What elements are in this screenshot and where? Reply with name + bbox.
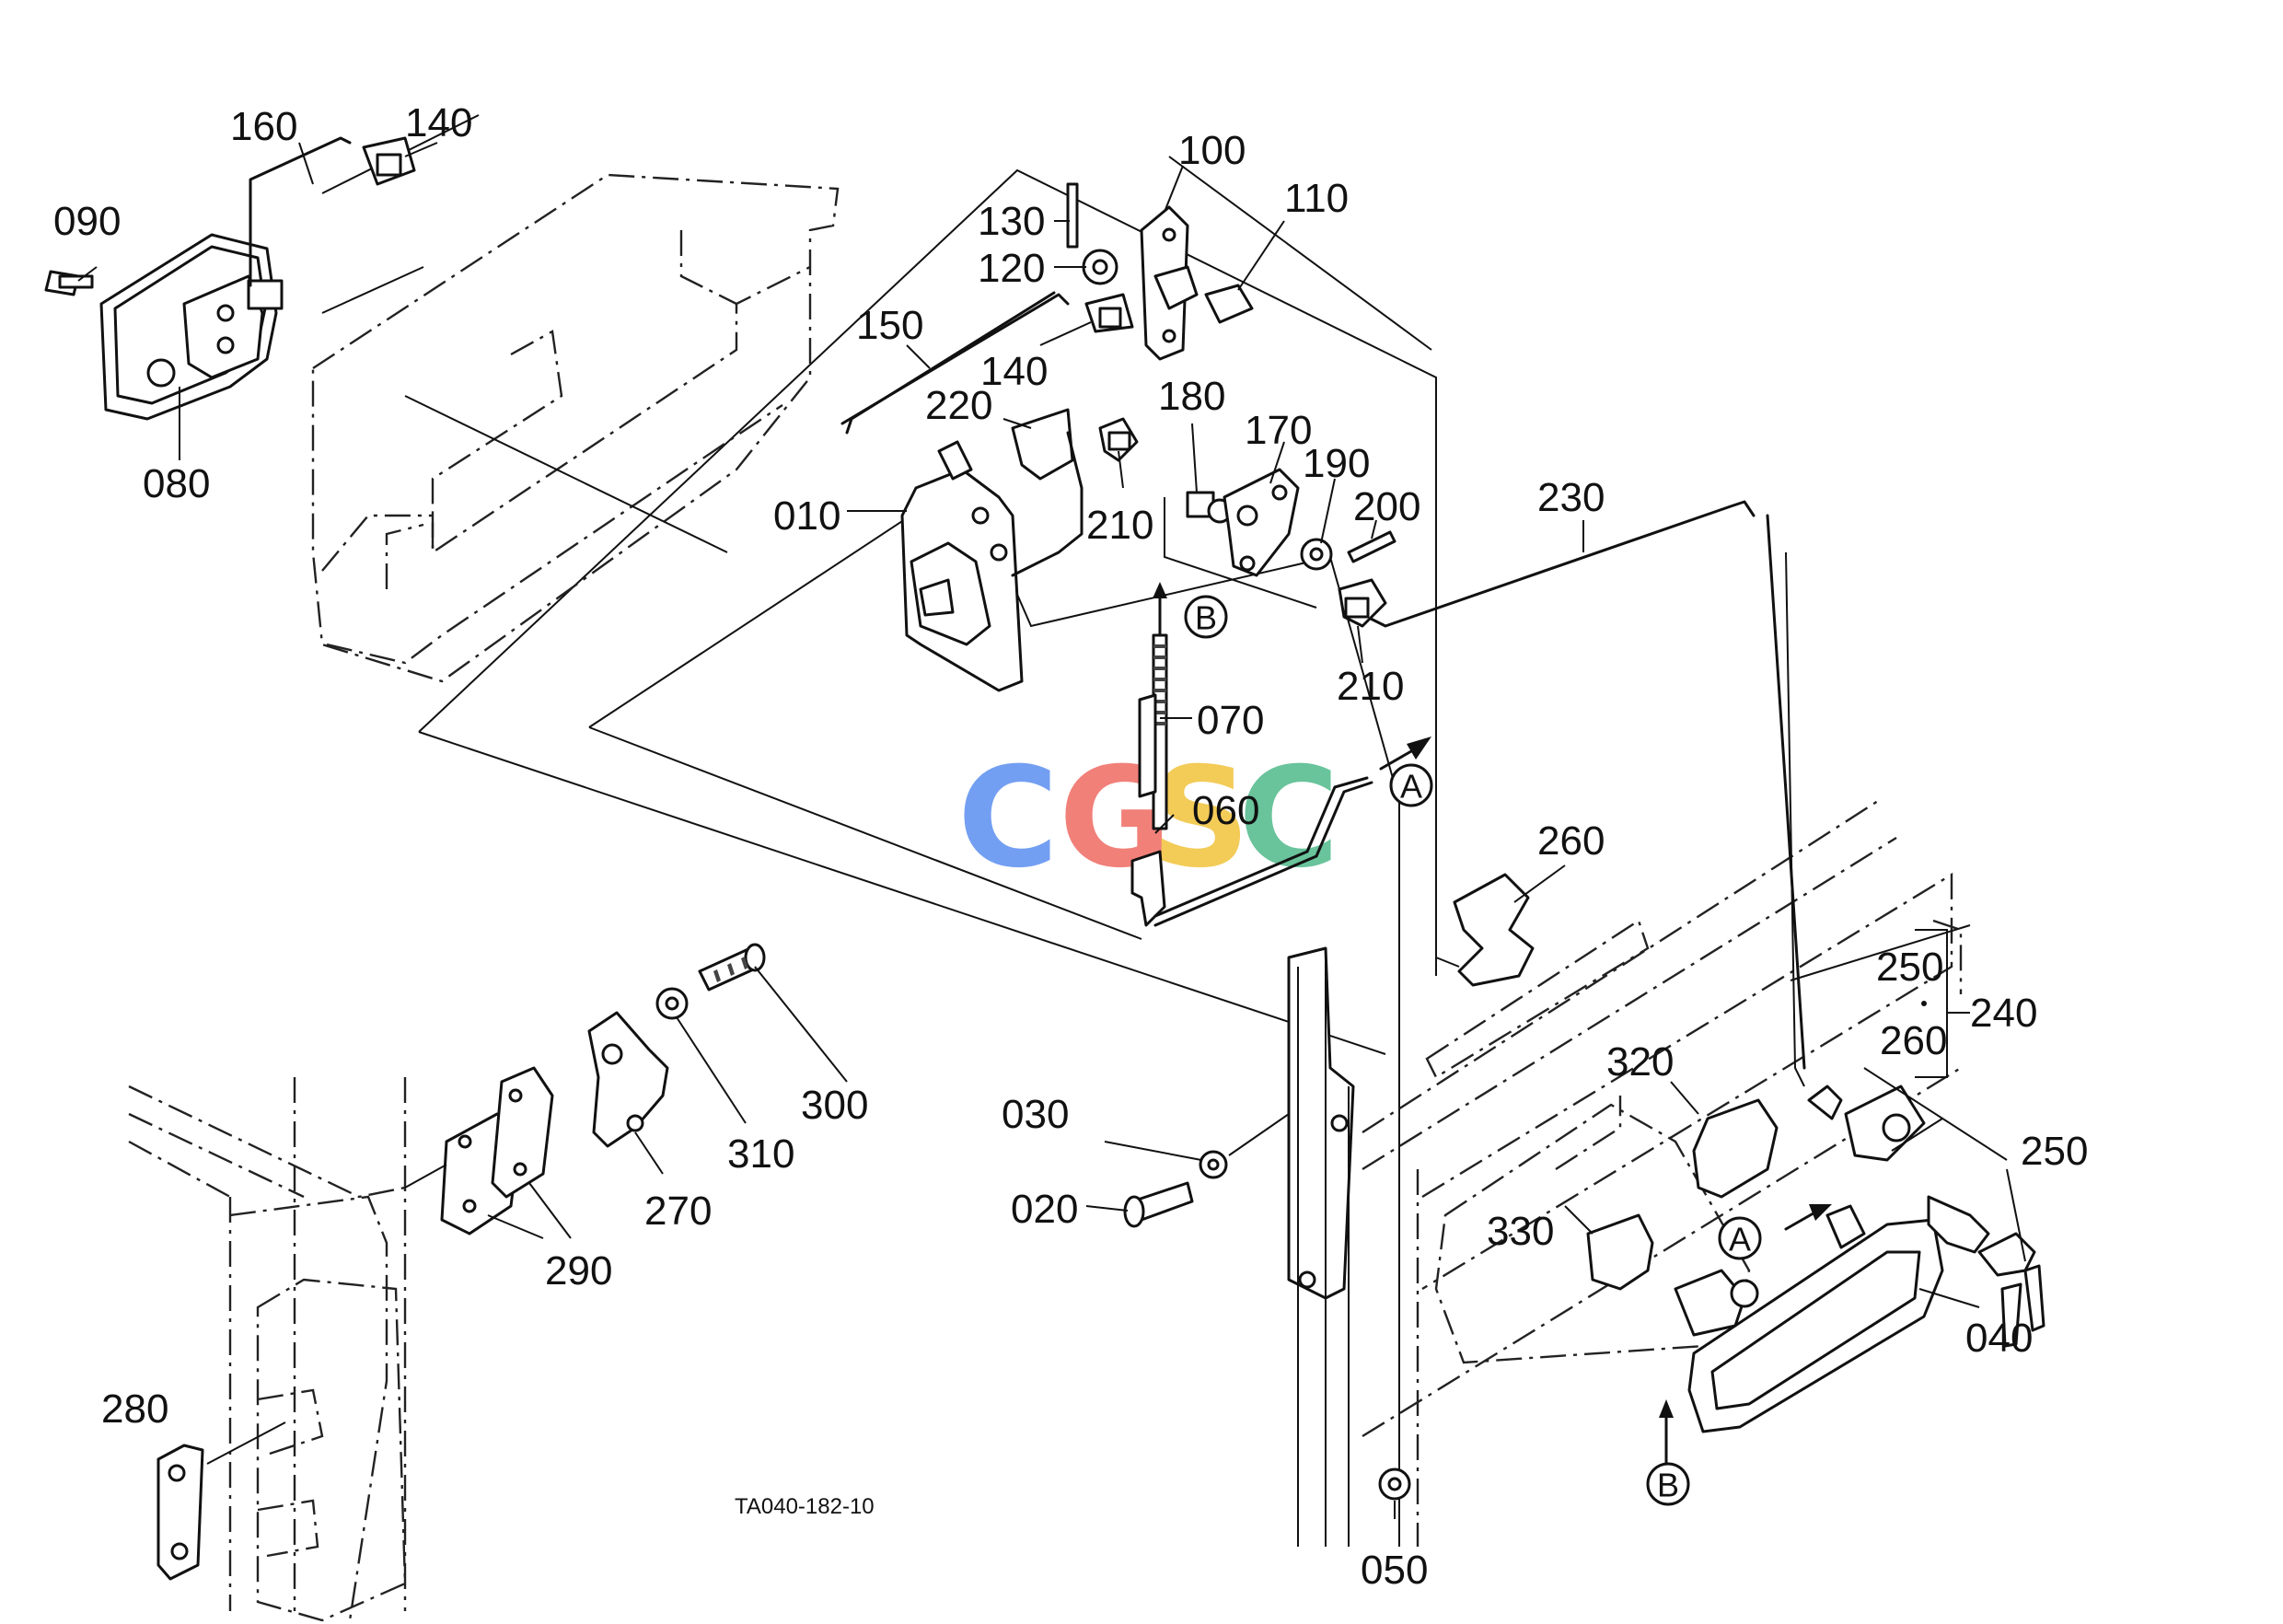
marker-a-upper: A [1389, 763, 1433, 807]
label-240: 240 [1970, 991, 2037, 1036]
outer-handle-assembly [1586, 1098, 1944, 1470]
label-010: 010 [773, 493, 840, 539]
label-120: 120 [978, 246, 1045, 291]
inner-handle-assembly [44, 136, 416, 421]
label-290: 290 [545, 1248, 612, 1293]
marker-b-upper: B [1184, 595, 1228, 639]
label-330: 330 [1487, 1209, 1554, 1254]
label-300: 300 [801, 1083, 868, 1128]
marker-b-upper-text: B [1195, 599, 1217, 637]
label-040: 040 [1965, 1316, 2033, 1361]
dot-marker [1921, 1001, 1927, 1006]
drawing-code: TA040-182-10 [735, 1494, 875, 1519]
marker-a-lower-text: A [1729, 1221, 1751, 1259]
label-140-top: 140 [405, 100, 472, 145]
label-170: 170 [1245, 408, 1312, 453]
screw-020-assembly [1123, 1113, 1411, 1501]
watermark-letter-1: C [957, 738, 1059, 899]
rod-070 [1138, 582, 1168, 830]
label-250-lower: 250 [2021, 1129, 2088, 1174]
label-030: 030 [1002, 1092, 1069, 1137]
rod-230 [1338, 500, 1756, 628]
rod-150-assembly [840, 291, 1134, 435]
lever-170-assembly [1164, 468, 1396, 609]
leader-lines [77, 142, 2026, 1519]
label-230: 230 [1537, 475, 1605, 520]
label-220: 220 [925, 383, 992, 428]
label-060: 060 [1192, 788, 1259, 833]
label-210-lower: 210 [1337, 664, 1404, 709]
label-180: 180 [1158, 374, 1225, 419]
plate-assembly [404, 943, 766, 1235]
part-labels: 160 140 090 080 100 130 110 120 150 140 … [53, 100, 2088, 1593]
label-070: 070 [1197, 698, 1264, 743]
label-160: 160 [230, 104, 297, 149]
label-100: 100 [1178, 128, 1246, 173]
label-090: 090 [53, 199, 121, 244]
label-150: 150 [856, 303, 923, 348]
rod-060 [1130, 737, 1431, 927]
plate-280 [156, 1421, 286, 1581]
label-260-lower: 260 [1880, 1018, 1947, 1063]
marker-b-lower: B [1646, 1462, 1690, 1506]
clip-260-upper [1435, 873, 1535, 987]
label-280: 280 [101, 1386, 168, 1432]
lock-body-assembly [900, 408, 1139, 692]
inner-door-panel [311, 114, 840, 683]
lock-cylinder-assembly [1766, 514, 2045, 1348]
label-020: 020 [1011, 1187, 1078, 1232]
marker-a-lower: A [1718, 1216, 1762, 1260]
upper-linkage-assembly [1066, 182, 1254, 361]
label-140-mid: 140 [980, 349, 1048, 394]
label-310: 310 [727, 1131, 794, 1177]
label-250-upper: 250 [1876, 945, 1943, 990]
label-210-upper: 210 [1086, 503, 1153, 548]
label-270: 270 [644, 1189, 712, 1234]
label-080: 080 [143, 461, 210, 506]
marker-b-lower-text: B [1657, 1467, 1679, 1504]
lower-pillar [128, 1077, 407, 1622]
label-260-upper: 260 [1537, 818, 1605, 864]
label-190: 190 [1303, 441, 1370, 486]
label-130: 130 [978, 199, 1045, 244]
center-pillar [1287, 946, 1355, 1547]
label-200: 200 [1353, 484, 1420, 529]
label-320: 320 [1606, 1039, 1674, 1085]
label-110: 110 [1284, 176, 1349, 221]
marker-a-upper-text: A [1400, 768, 1422, 806]
label-050: 050 [1361, 1548, 1428, 1593]
